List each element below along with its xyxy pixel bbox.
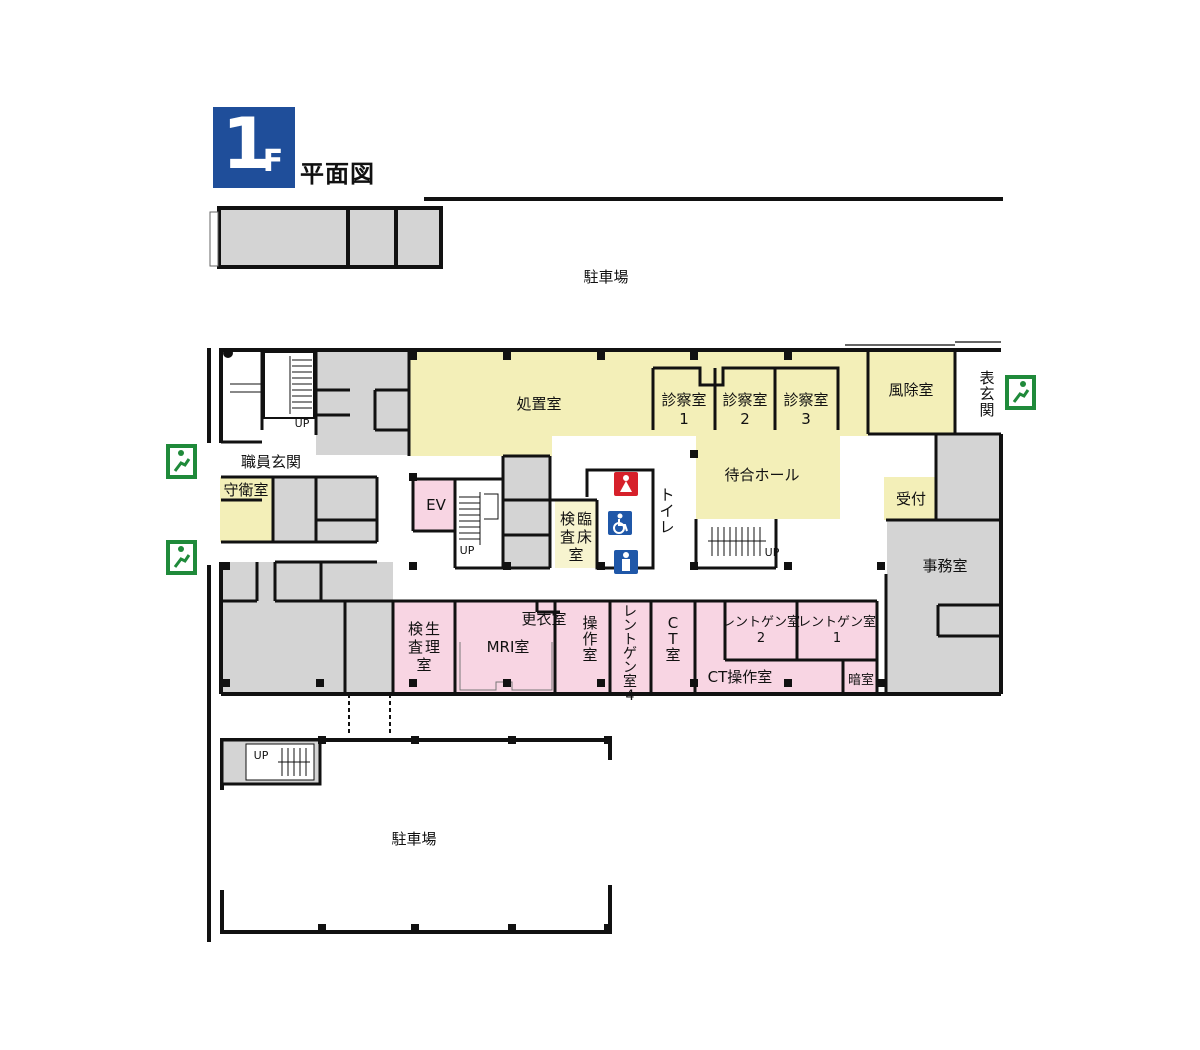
waiting-hall-label: 待合ホール	[724, 466, 799, 484]
stairs-top-left: UP	[223, 348, 315, 430]
clinical-lab-label: 検臨査床室	[560, 510, 592, 564]
office-label: 事務室	[922, 557, 967, 575]
toilet-label: トイレ	[659, 486, 674, 536]
treatment-room-label: 処置室	[516, 395, 561, 413]
lower-parking-building: UP	[220, 736, 612, 934]
main-entrance-label: 表玄関	[979, 369, 994, 419]
ct-operation-room-label: CT操作室	[708, 668, 773, 686]
changing-room-label: 更衣室	[521, 610, 566, 628]
parking-top-label: 駐車場	[583, 268, 628, 286]
main-building	[207, 341, 1003, 942]
windbreak-room-label: 風除室	[888, 381, 933, 399]
stairs-up-label-center: UP	[460, 544, 475, 557]
connecting-corridor	[348, 694, 391, 736]
staff-entrance-label: 職員玄関	[241, 453, 301, 471]
mri-room-label: MRI室	[487, 638, 530, 656]
stairs-up-label-top: UP	[295, 417, 310, 430]
stairs-up-label-parking: UP	[254, 749, 269, 762]
bio-lab-label: 検生査理室	[408, 620, 440, 674]
wheelchair-icon	[608, 511, 632, 535]
female-toilet-icon	[614, 472, 638, 496]
exam-room-3-label: 診察室	[783, 391, 828, 409]
parking-bottom-label: 駐車場	[391, 830, 436, 848]
emergency-exit-icon	[1005, 375, 1036, 410]
floor-plan-title: 平面図	[300, 160, 375, 188]
stairs-center: UP	[459, 492, 499, 557]
operation-room-label: 操作室	[582, 614, 597, 664]
floor-suffix: F	[262, 144, 284, 179]
stairs-lower-middle: UP	[708, 527, 780, 559]
guard-room-label: 守衛室	[223, 481, 268, 499]
exam-room-2-number: 2	[740, 410, 750, 428]
floor-badge	[213, 107, 295, 188]
emergency-exit-icon	[166, 540, 197, 575]
male-toilet-icon	[614, 550, 638, 574]
reception-label: 受付	[896, 490, 926, 508]
exam-room-2-label: 診察室	[722, 391, 767, 409]
exam-room-1-number: 1	[679, 410, 689, 428]
dark-room-label: 暗室	[848, 672, 874, 688]
stairs-up-label-lower: UP	[765, 546, 780, 559]
elevator-label: EV	[426, 496, 446, 514]
emergency-exit-icon	[166, 444, 197, 479]
exam-room-1-label: 診察室	[661, 391, 706, 409]
exam-room-3-number: 3	[801, 410, 811, 428]
upper-annex-building	[209, 197, 1003, 269]
